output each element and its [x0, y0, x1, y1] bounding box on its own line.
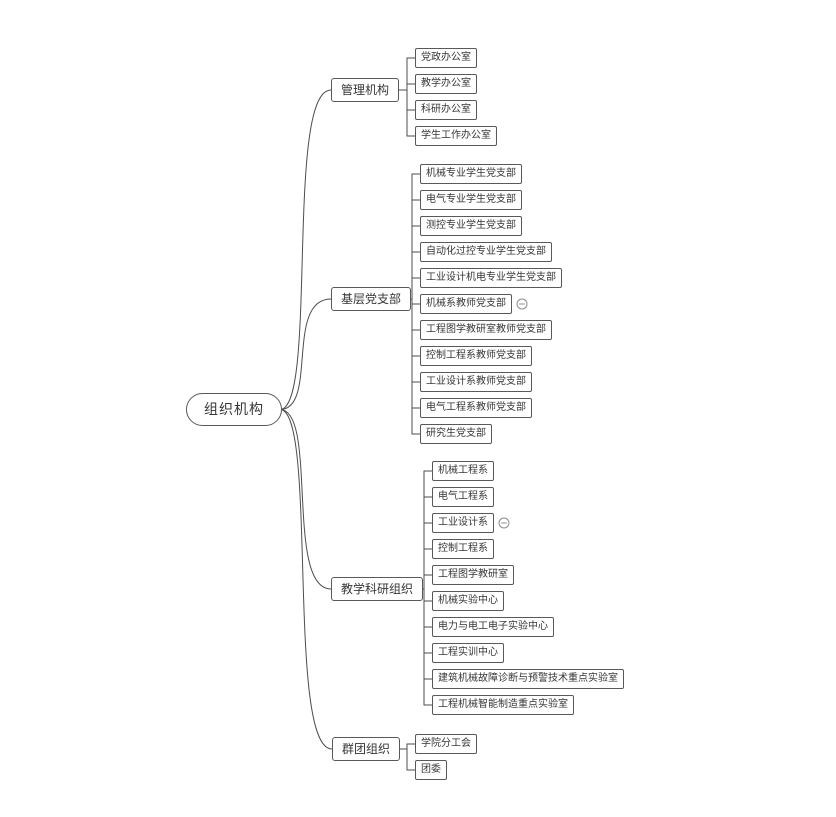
leaf-topic-row: 自动化过控专业学生党支部: [420, 242, 552, 262]
branch-topic[interactable]: 管理机构: [331, 78, 400, 103]
leaf-topic[interactable]: 工程图学教研室教师党支部: [420, 320, 552, 340]
leaf-topic[interactable]: 工程实训中心: [432, 643, 504, 663]
leaf-topic[interactable]: 电气工程系教师党支部: [420, 398, 532, 418]
leaf-topic-row: 工程实训中心: [432, 643, 504, 663]
leaf-topic[interactable]: 控制工程系教师党支部: [420, 346, 532, 366]
leaf-topic[interactable]: 工业设计系: [432, 513, 494, 533]
leaf-topic-row: 党政办公室: [415, 48, 477, 68]
leaf-topic[interactable]: 团委: [415, 760, 447, 780]
leaf-topic-row: 团委: [415, 760, 447, 780]
leaf-topic[interactable]: 自动化过控专业学生党支部: [420, 242, 552, 262]
leaf-topic-row: 机械系教师党支部: [420, 294, 528, 314]
leaf-topic[interactable]: 建筑机械故障诊断与预警技术重点实验室: [432, 669, 624, 689]
leaf-topic[interactable]: 工业设计机电专业学生党支部: [420, 268, 562, 288]
leaf-topic[interactable]: 电力与电工电子实验中心: [432, 617, 554, 637]
link-icon[interactable]: [498, 517, 510, 529]
leaf-topic-row: 电气工程系教师党支部: [420, 398, 532, 418]
connector-line: [279, 409, 332, 590]
connector-line: [279, 409, 333, 750]
leaf-topic-row: 工程机械智能制造重点实验室: [432, 695, 574, 715]
leaf-topic-row: 科研办公室: [415, 100, 477, 120]
leaf-topic-row: 工业设计机电专业学生党支部: [420, 268, 562, 288]
leaf-topic[interactable]: 控制工程系: [432, 539, 494, 559]
leaf-topic-row: 工程图学教研室: [432, 565, 514, 585]
connector-line: [279, 89, 332, 410]
root-topic[interactable]: 组织机构: [186, 393, 282, 426]
leaf-topic[interactable]: 测控专业学生党支部: [420, 216, 522, 236]
branch-topic[interactable]: 群团组织: [332, 737, 401, 762]
leaf-topic-row: 电气专业学生党支部: [420, 190, 522, 210]
leaf-topic-row: 控制工程系教师党支部: [420, 346, 532, 366]
leaf-topic[interactable]: 工程机械智能制造重点实验室: [432, 695, 574, 715]
connector-line: [279, 298, 332, 410]
leaf-topic-row: 电气工程系: [432, 487, 494, 507]
leaf-topic[interactable]: 学生工作办公室: [415, 126, 497, 146]
leaf-topic-row: 教学办公室: [415, 74, 477, 94]
leaf-topic-row: 学生工作办公室: [415, 126, 497, 146]
leaf-topic[interactable]: 电气专业学生党支部: [420, 190, 522, 210]
leaf-topic-row: 机械工程系: [432, 461, 494, 481]
leaf-topic[interactable]: 教学办公室: [415, 74, 477, 94]
leaf-topic-row: 机械实验中心: [432, 591, 504, 611]
leaf-topic-row: 工业设计系: [432, 513, 510, 533]
leaf-topic-row: 建筑机械故障诊断与预警技术重点实验室: [432, 669, 624, 689]
branch-topic[interactable]: 教学科研组织: [331, 577, 424, 602]
leaf-topic-row: 测控专业学生党支部: [420, 216, 522, 236]
leaf-topic-row: 学院分工会: [415, 734, 477, 754]
leaf-topic[interactable]: 研究生党支部: [420, 424, 492, 444]
leaf-topic[interactable]: 机械工程系: [432, 461, 494, 481]
leaf-topic-row: 电力与电工电子实验中心: [432, 617, 554, 637]
leaf-topic[interactable]: 工程图学教研室: [432, 565, 514, 585]
leaf-topic-row: 控制工程系: [432, 539, 494, 559]
leaf-topic-row: 研究生党支部: [420, 424, 492, 444]
leaf-topic[interactable]: 学院分工会: [415, 734, 477, 754]
link-icon[interactable]: [516, 298, 528, 310]
leaf-topic-row: 工业设计系教师党支部: [420, 372, 532, 392]
leaf-topic[interactable]: 工业设计系教师党支部: [420, 372, 532, 392]
leaf-topic[interactable]: 机械实验中心: [432, 591, 504, 611]
leaf-topic[interactable]: 机械专业学生党支部: [420, 164, 522, 184]
leaf-topic[interactable]: 机械系教师党支部: [420, 294, 512, 314]
branch-topic[interactable]: 基层党支部: [331, 287, 412, 312]
leaf-topic[interactable]: 党政办公室: [415, 48, 477, 68]
leaf-topic-row: 工程图学教研室教师党支部: [420, 320, 552, 340]
leaf-topic[interactable]: 科研办公室: [415, 100, 477, 120]
leaf-topic[interactable]: 电气工程系: [432, 487, 494, 507]
leaf-topic-row: 机械专业学生党支部: [420, 164, 522, 184]
